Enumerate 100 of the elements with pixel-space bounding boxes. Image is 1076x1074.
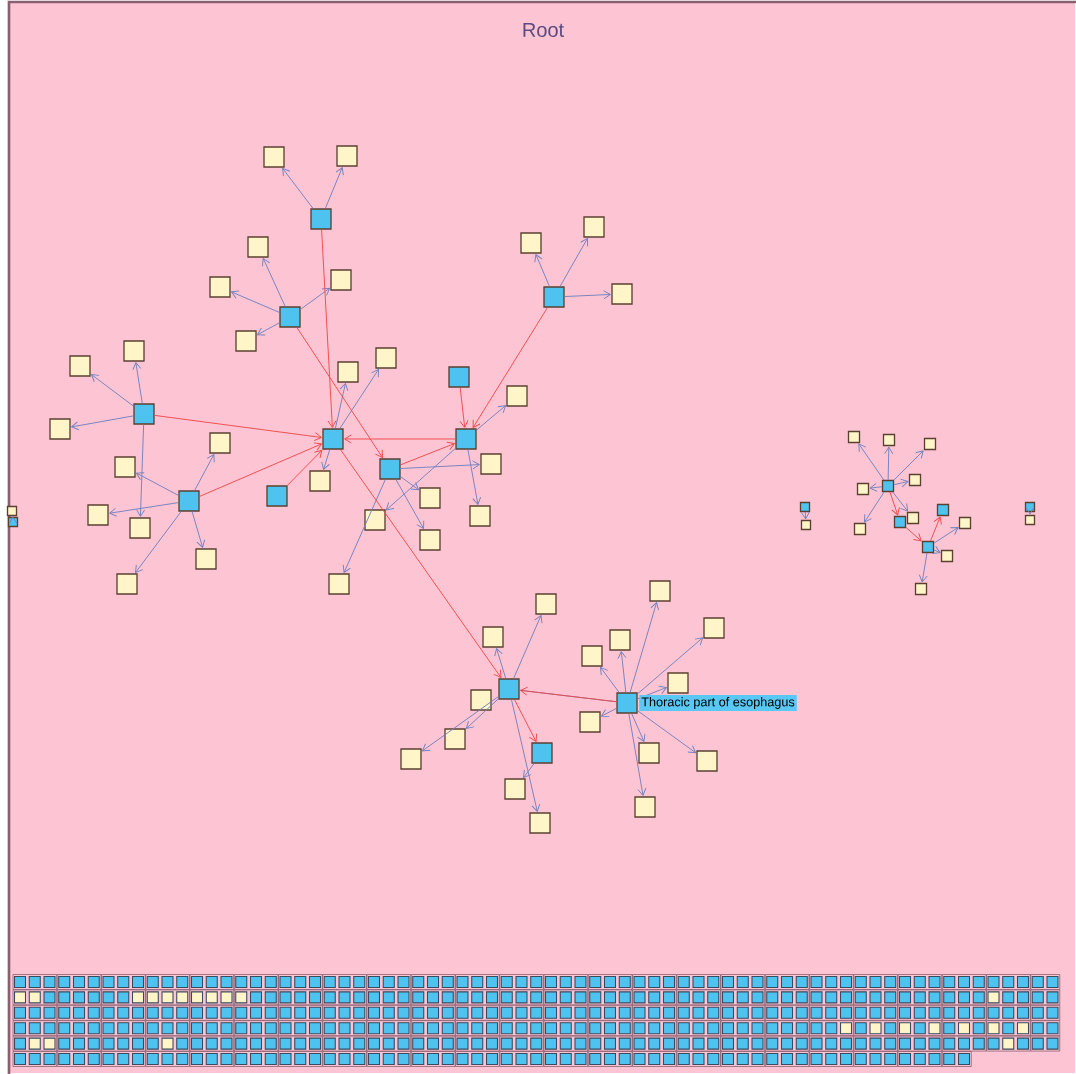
arrow xyxy=(628,713,647,796)
panel-title: Root xyxy=(523,23,564,37)
square-node xyxy=(908,473,922,487)
square-node xyxy=(611,283,633,305)
arrow xyxy=(869,482,883,492)
square-node xyxy=(856,482,870,496)
square-node xyxy=(800,519,812,531)
square-node xyxy=(375,347,397,369)
square-node xyxy=(958,516,972,530)
arrow xyxy=(400,460,480,470)
arrow xyxy=(467,449,482,505)
arrow xyxy=(523,763,535,779)
arrow xyxy=(892,491,909,512)
square-node xyxy=(263,146,285,168)
square-node xyxy=(543,286,565,308)
square-node xyxy=(882,433,896,447)
arrow xyxy=(199,442,322,497)
square-node xyxy=(853,522,867,536)
arrow xyxy=(300,287,331,310)
square-node xyxy=(1024,514,1036,526)
square-node xyxy=(581,645,603,667)
arrow xyxy=(109,502,179,517)
arrow xyxy=(421,696,499,752)
arrow xyxy=(339,368,379,429)
square-node xyxy=(634,796,656,818)
square-node xyxy=(69,355,91,377)
square-node xyxy=(330,269,352,291)
arrow xyxy=(135,511,182,574)
arrow xyxy=(617,651,627,693)
arrow xyxy=(637,637,704,695)
square-node xyxy=(609,629,631,651)
arrow xyxy=(287,449,323,486)
arrow xyxy=(231,290,280,313)
square-node xyxy=(178,490,200,512)
square-node xyxy=(703,617,725,639)
square-node xyxy=(535,593,557,615)
arrow xyxy=(905,527,922,542)
arrow xyxy=(191,511,206,548)
square-node xyxy=(364,509,386,531)
square-node xyxy=(444,728,466,750)
square-node xyxy=(667,672,689,694)
arrow xyxy=(601,708,617,718)
arrow xyxy=(931,545,941,554)
square-node xyxy=(529,812,551,834)
square-node xyxy=(893,515,907,529)
square-node xyxy=(322,428,344,450)
arrow xyxy=(564,290,611,300)
square-node xyxy=(6,505,18,517)
square-node xyxy=(847,430,861,444)
node-label: Thoracic part of esophagus xyxy=(639,695,797,711)
square-node xyxy=(936,503,950,517)
arrow xyxy=(296,327,383,459)
arrow xyxy=(494,648,507,679)
arrow xyxy=(344,434,456,444)
arrow xyxy=(465,698,499,729)
arrow xyxy=(321,449,331,470)
arrow xyxy=(132,362,143,404)
square-node xyxy=(906,511,920,525)
arrow xyxy=(459,387,469,428)
square-node xyxy=(266,485,288,507)
arrow xyxy=(893,450,924,481)
square-node xyxy=(123,340,145,362)
arrow xyxy=(889,491,900,516)
arrow xyxy=(559,238,589,287)
arrow xyxy=(340,449,502,679)
arrow xyxy=(194,454,215,491)
arrow xyxy=(534,254,550,287)
arrow xyxy=(472,307,548,429)
arrow xyxy=(858,443,885,481)
square-node xyxy=(638,742,660,764)
square-node xyxy=(504,778,526,800)
square-node xyxy=(579,711,601,733)
square-node xyxy=(400,748,422,770)
square-node xyxy=(923,437,937,451)
square-node xyxy=(616,692,638,714)
arrow xyxy=(321,229,337,428)
square-node xyxy=(1024,501,1036,513)
square-node xyxy=(799,501,811,513)
arrow xyxy=(893,478,909,488)
square-node xyxy=(583,216,605,238)
arrow xyxy=(884,446,894,481)
square-node xyxy=(379,458,401,480)
arrow xyxy=(154,414,322,442)
arrow xyxy=(71,415,134,431)
square-node xyxy=(696,750,718,772)
square-node xyxy=(470,689,492,711)
arrow xyxy=(600,666,620,693)
square-node xyxy=(116,573,138,595)
square-node xyxy=(133,403,155,425)
square-node xyxy=(114,456,136,478)
arrow xyxy=(637,710,697,754)
arrow xyxy=(930,516,942,542)
arrow xyxy=(324,167,344,209)
square-node xyxy=(480,453,502,475)
square-node xyxy=(419,529,441,551)
square-node xyxy=(649,580,671,602)
square-node xyxy=(235,330,257,352)
arrow xyxy=(342,479,386,573)
arrow xyxy=(514,699,538,742)
arrow xyxy=(257,322,280,336)
